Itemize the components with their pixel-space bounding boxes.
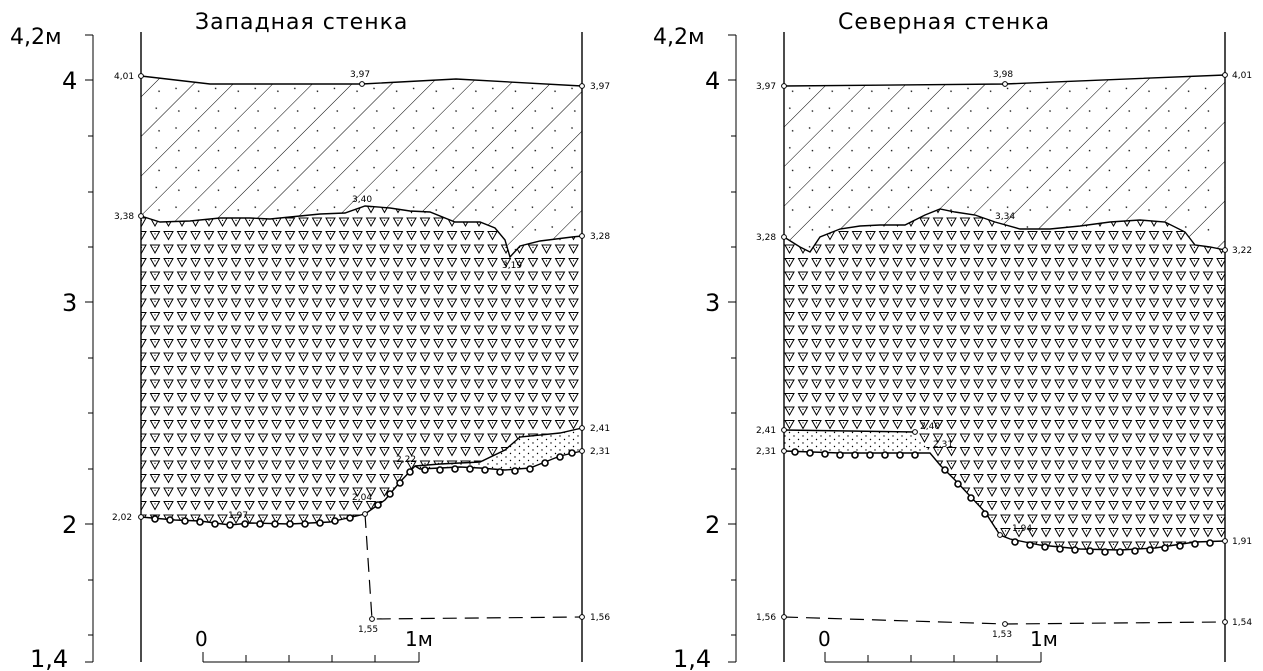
axis-label-2-north: 2 bbox=[705, 511, 720, 539]
gravel-layer-fill bbox=[141, 206, 582, 525]
sand-lens-fill bbox=[415, 428, 582, 470]
lens-top-boundary bbox=[414, 427, 583, 467]
panel-north: 3,97 3,98 4,01 3,28 3,34 3,22 2,41 2,40 … bbox=[653, 10, 1252, 671]
label-left-base: 2,31 bbox=[756, 447, 776, 457]
label-bottom-mid: 1,55 bbox=[358, 625, 378, 635]
survey-points bbox=[138, 73, 585, 622]
label-right-base: 2,31 bbox=[590, 447, 610, 457]
scale-end-west: 1м bbox=[405, 627, 433, 651]
label-left-base: 2,02 bbox=[112, 513, 132, 523]
panel-west: 4,01 3,97 3,97 3,38 3,40 3,28 3,19 2,41 … bbox=[10, 10, 610, 671]
label-left-top: 3,97 bbox=[756, 82, 776, 92]
axis-top-label-north: 4,2м bbox=[653, 25, 705, 50]
label-left-sand: 3,38 bbox=[114, 212, 134, 222]
gravel-layer-fill bbox=[784, 209, 1225, 550]
axis-top-label-west: 4,2м bbox=[10, 25, 62, 50]
scale-start-west: 0 bbox=[195, 627, 208, 651]
label-right-sand: 3,28 bbox=[590, 232, 610, 242]
scale-bar-north bbox=[824, 652, 1042, 663]
scale-end-north: 1м bbox=[1030, 627, 1058, 651]
label-mid-sand: 3,40 bbox=[352, 195, 372, 205]
label-right-top: 3,97 bbox=[590, 82, 610, 92]
label-left-sand: 3,28 bbox=[756, 233, 776, 243]
label-bottom-right: 1,56 bbox=[590, 613, 610, 623]
loam-layer-fill bbox=[784, 75, 1225, 252]
axis-label-1-4-north: 1,4 bbox=[673, 645, 711, 671]
base-bumps bbox=[151, 449, 576, 529]
axis-label-1-4-west: 1,4 bbox=[30, 645, 68, 671]
label-bottom-left: 1,56 bbox=[756, 613, 776, 623]
axis-label-4-north: 4 bbox=[705, 67, 720, 95]
label-left-top: 4,01 bbox=[114, 72, 134, 82]
label-step-bottom: 1,94 bbox=[1012, 524, 1032, 534]
label-right-lower: 2,41 bbox=[590, 424, 610, 434]
panel-title-west: Западная стенка bbox=[195, 10, 408, 35]
sand-lens-fill bbox=[784, 430, 930, 453]
axis-label-3-north: 3 bbox=[705, 289, 720, 317]
loam-layer-fill bbox=[141, 76, 582, 257]
elevation-axis-west bbox=[85, 34, 94, 663]
axis-label-3-west: 3 bbox=[62, 289, 77, 317]
label-bottom-right: 1,54 bbox=[1232, 618, 1252, 628]
lens-top-boundary bbox=[783, 429, 916, 433]
label-right-top: 4,01 bbox=[1232, 71, 1252, 81]
label-mid-base: 2,22 bbox=[396, 455, 416, 465]
label-right-base: 1,91 bbox=[1232, 537, 1252, 547]
label-left-lower: 2,41 bbox=[756, 426, 776, 436]
base-bumps bbox=[791, 448, 1214, 556]
label-right-sand: 3,22 bbox=[1232, 246, 1252, 256]
label-dip-sand: 3,19 bbox=[502, 261, 522, 271]
label-bottom-mid: 1,53 bbox=[992, 630, 1012, 640]
scale-bar-west bbox=[202, 652, 420, 663]
label-mid-top: 3,97 bbox=[350, 70, 370, 80]
label-mid-lower: 2,40 bbox=[920, 422, 940, 432]
scale-start-north: 0 bbox=[818, 627, 831, 651]
label-step-base: 2,04 bbox=[352, 493, 372, 503]
excavation-dashed-line bbox=[364, 513, 583, 620]
axis-label-4-west: 4 bbox=[62, 67, 77, 95]
loam-gravel-boundary bbox=[140, 205, 583, 259]
label-mid-top: 3,98 bbox=[993, 70, 1013, 80]
loam-gravel-boundary bbox=[783, 208, 1226, 253]
survey-points bbox=[781, 72, 1228, 627]
label-min-base: 1,97 bbox=[228, 511, 248, 521]
label-mid-sand: 3,34 bbox=[995, 212, 1015, 222]
elevation-axis-north bbox=[728, 34, 737, 663]
axis-label-2-west: 2 bbox=[62, 511, 77, 539]
panel-title-north: Северная стенка bbox=[838, 10, 1050, 35]
label-mid-base: 2,31 bbox=[933, 440, 953, 450]
